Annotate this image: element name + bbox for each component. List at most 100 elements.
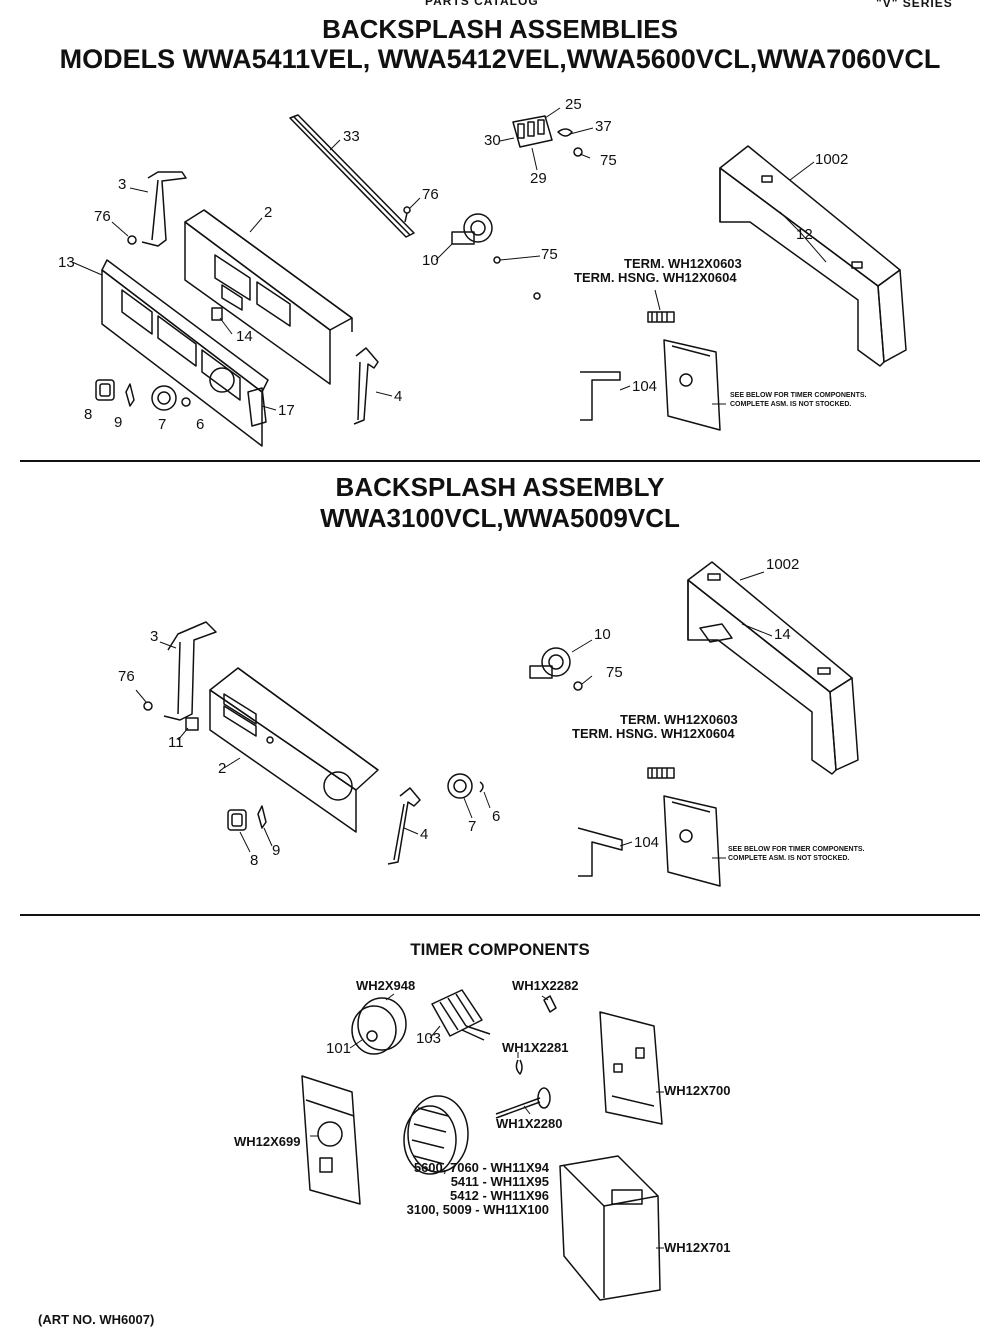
cam-list-item-2: 5411 - WH11X95 bbox=[450, 1174, 549, 1189]
series-header: "V" SERIES bbox=[876, 0, 953, 10]
s2-callout-1002: 1002 bbox=[766, 556, 800, 573]
part-wh12x701: WH12X701 bbox=[664, 1240, 731, 1255]
timer-cam-assembly bbox=[404, 1096, 468, 1174]
section2-models: WWA3100VCL,WWA5009VCL bbox=[320, 503, 680, 533]
s2-part-75-screw bbox=[574, 682, 582, 690]
callout-30: 30 bbox=[484, 132, 501, 149]
s2-part-3-bracket bbox=[164, 622, 216, 720]
callout-2: 2 bbox=[264, 204, 273, 221]
section3-title: TIMER COMPONENTS bbox=[410, 940, 590, 959]
part-13-front-panel bbox=[102, 260, 268, 446]
callout-76-a: 76 bbox=[94, 208, 111, 225]
s2-callout-7: 7 bbox=[468, 818, 477, 835]
s2-callout-11: 11 bbox=[168, 734, 184, 751]
section1-models: MODELS WWA5411VEL, WWA5412VEL,WWA5600VCL… bbox=[59, 44, 941, 74]
part-4-bracket bbox=[354, 348, 378, 424]
s2-callout-8: 8 bbox=[250, 852, 259, 869]
callout-4: 4 bbox=[394, 388, 403, 405]
art-number: (ART NO. WH6007) bbox=[38, 1312, 155, 1327]
term-label-a: TERM. WH12X0603 bbox=[624, 256, 742, 271]
callout-1002: 1002 bbox=[815, 151, 849, 168]
timer-rear-plate-700 bbox=[600, 1012, 662, 1124]
s2-callout-3: 3 bbox=[150, 628, 159, 645]
timer-spring-2281 bbox=[516, 1060, 522, 1074]
term-hsng-label-b: TERM. HSNG. WH12X0604 bbox=[572, 726, 735, 741]
catalog-header: PARTS CATALOG bbox=[425, 0, 539, 8]
callout-101: 101 bbox=[326, 1040, 352, 1057]
s2-part-9-clip bbox=[258, 806, 266, 828]
part-8-knob bbox=[96, 380, 114, 400]
s2-callout-4: 4 bbox=[420, 826, 429, 843]
timer-cover-701 bbox=[560, 1156, 660, 1300]
timer-contact-2282 bbox=[544, 996, 556, 1012]
part-wh1x2281: WH1X2281 bbox=[502, 1040, 569, 1055]
part-76-screw-b bbox=[128, 236, 136, 244]
s2-terminal-block bbox=[648, 768, 674, 778]
timer-assembly-a bbox=[664, 340, 720, 430]
part-75-screw-a bbox=[574, 148, 582, 156]
s2-timer-assembly bbox=[664, 796, 720, 886]
callout-33: 33 bbox=[343, 128, 360, 145]
callout-8: 8 bbox=[84, 406, 93, 423]
part-17-bracket bbox=[248, 388, 266, 426]
s2-callout-2: 2 bbox=[218, 760, 227, 777]
s2-part-8-knob bbox=[228, 810, 246, 830]
callout-29: 29 bbox=[530, 170, 547, 187]
part-37-clip bbox=[558, 129, 572, 136]
callout-14: 14 bbox=[236, 328, 253, 345]
s2-callout-6: 6 bbox=[492, 808, 501, 825]
callout-13: 13 bbox=[58, 254, 75, 271]
terminal-block-a bbox=[648, 312, 674, 322]
s2-callout-10: 10 bbox=[594, 626, 611, 643]
s2-callout-14: 14 bbox=[774, 626, 791, 643]
cam-list-item-1: 5600, 7060 - WH11X94 bbox=[413, 1160, 549, 1175]
part-wh1x2282: WH1X2282 bbox=[512, 978, 579, 993]
callout-12: 12 bbox=[796, 226, 813, 243]
part-75-screw-b bbox=[494, 257, 540, 299]
callout-6: 6 bbox=[196, 416, 205, 433]
s2-part-11-tab bbox=[186, 718, 198, 730]
part-3-bracket bbox=[142, 172, 186, 246]
callout-7: 7 bbox=[158, 416, 167, 433]
s2-part-7-knob bbox=[448, 774, 472, 798]
section1-title: BACKSPLASH ASSEMBLIES bbox=[322, 14, 678, 44]
note-b-line1: SEE BELOW FOR TIMER COMPONENTS. bbox=[728, 846, 865, 853]
divider-2 bbox=[20, 914, 980, 916]
callout-37: 37 bbox=[595, 118, 612, 135]
part-1002-body bbox=[720, 146, 906, 366]
s2-callout-75: 75 bbox=[606, 664, 623, 681]
timer-connector-103 bbox=[432, 990, 490, 1040]
part-wh1x2280: WH1X2280 bbox=[496, 1116, 563, 1131]
s2-part-104-bracket bbox=[578, 828, 622, 876]
s2-part-2-panel bbox=[210, 668, 378, 832]
s2-part-10-switch bbox=[530, 648, 570, 678]
s2-callout-104: 104 bbox=[634, 834, 660, 851]
s2-part-4-bracket bbox=[388, 788, 420, 864]
part-76-screw-a bbox=[404, 207, 410, 222]
part-10-switch bbox=[452, 214, 492, 244]
callout-9: 9 bbox=[114, 414, 123, 431]
part-30-switch bbox=[513, 116, 552, 147]
s2-callout-9: 9 bbox=[272, 842, 281, 859]
part-6-clip bbox=[182, 398, 190, 406]
callout-25: 25 bbox=[565, 96, 582, 113]
s2-part-76-screw bbox=[144, 702, 152, 710]
note-a-line1: SEE BELOW FOR TIMER COMPONENTS. bbox=[730, 392, 867, 399]
term-hsng-label-a: TERM. HSNG. WH12X0604 bbox=[574, 270, 737, 285]
s2-part-1002-body bbox=[688, 562, 858, 774]
callout-76-b: 76 bbox=[422, 186, 439, 203]
callout-17: 17 bbox=[278, 402, 295, 419]
callout-3: 3 bbox=[118, 176, 127, 193]
part-14-tab bbox=[212, 308, 222, 320]
part-9-clip bbox=[126, 384, 134, 406]
s2-callout-76: 76 bbox=[118, 668, 135, 685]
part-7-knob bbox=[152, 386, 176, 410]
callout-75-a: 75 bbox=[600, 152, 617, 169]
divider-1 bbox=[20, 460, 980, 462]
part-wh2x948: WH2X948 bbox=[356, 978, 416, 993]
callout-75-b: 75 bbox=[541, 246, 558, 263]
timer-shaft-2280 bbox=[496, 1088, 550, 1118]
part-wh12x700: WH12X700 bbox=[664, 1083, 731, 1098]
note-b-line2: COMPLETE ASM. IS NOT STOCKED. bbox=[728, 855, 850, 862]
